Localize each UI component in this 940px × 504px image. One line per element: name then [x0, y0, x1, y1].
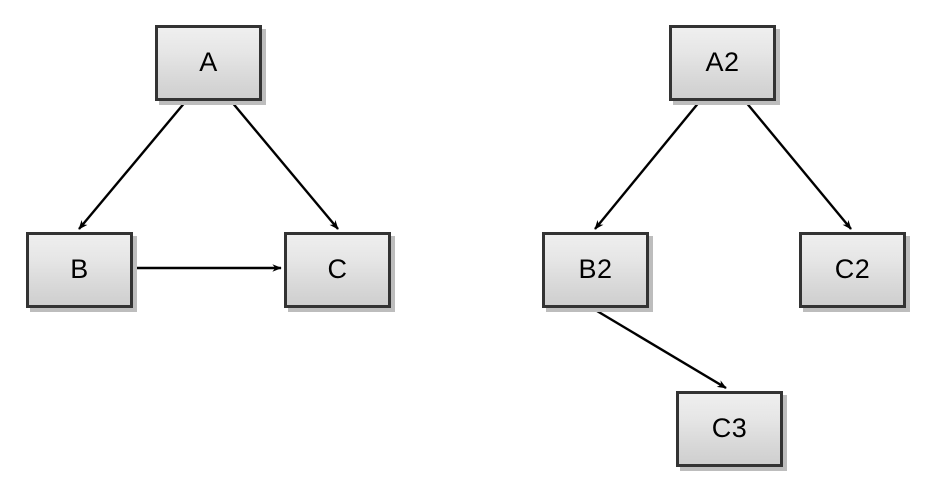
edge-b2-to-c3: [591, 306, 727, 390]
node-a[interactable]: A: [155, 25, 262, 101]
node-b[interactable]: B: [26, 232, 133, 308]
node-label: B2: [578, 253, 613, 284]
node-label: C3: [711, 412, 748, 443]
edge-a-to-c: [230, 100, 339, 230]
node-label: A: [199, 46, 218, 77]
node-label: C2: [834, 253, 871, 284]
node-c3[interactable]: C3: [676, 391, 783, 467]
node-c[interactable]: C: [284, 232, 391, 308]
edge-group: [78, 100, 852, 390]
node-label: B: [70, 253, 89, 284]
node-a2[interactable]: A2: [669, 25, 776, 101]
node-label: A2: [705, 46, 740, 77]
node-b2[interactable]: B2: [542, 232, 649, 308]
edge-a2-to-c2: [744, 100, 852, 230]
node-label: C: [327, 253, 348, 284]
edge-a-to-b: [78, 100, 187, 230]
edge-a2-to-b2: [594, 100, 701, 230]
node-c2[interactable]: C2: [799, 232, 906, 308]
